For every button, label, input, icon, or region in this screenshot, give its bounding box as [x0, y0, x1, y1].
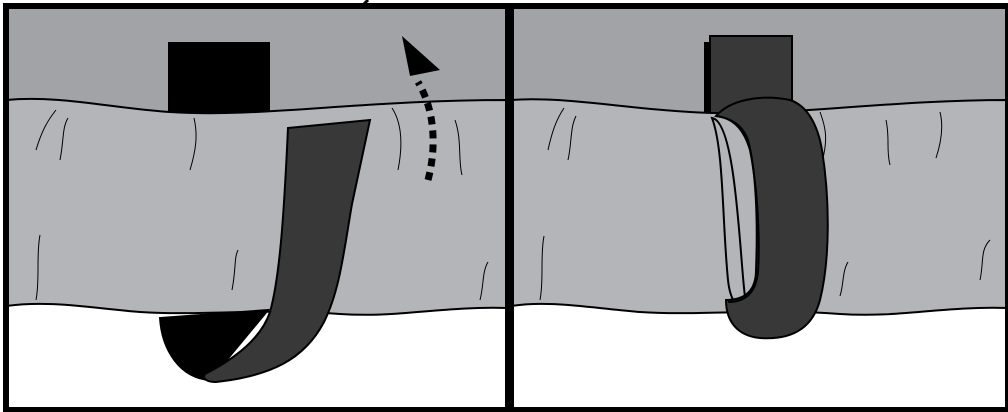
strap-ring-inner-edge — [715, 115, 760, 303]
panel-right — [508, 3, 1008, 412]
top-tick-mark — [360, 0, 370, 8]
panel-left — [3, 3, 511, 412]
panel-divider — [506, 6, 512, 412]
cushion-roll-left — [5, 97, 509, 316]
strap-front-band — [203, 118, 372, 384]
dashed-curved-arrow-icon — [402, 36, 440, 181]
back-strap-anchor — [168, 42, 270, 124]
